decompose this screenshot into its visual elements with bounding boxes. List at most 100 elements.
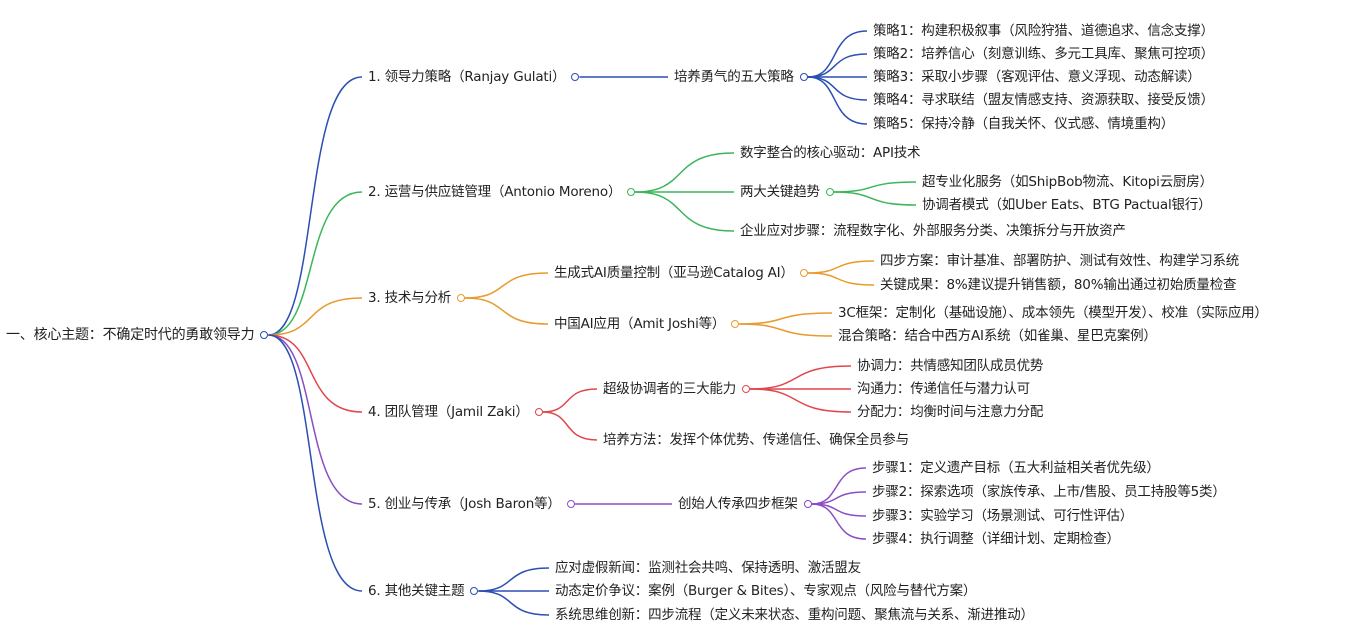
node-succession-framework[interactable]: 创始人传承四步框架 <box>678 495 812 513</box>
node-key-trends[interactable]: 两大关键趋势 <box>740 183 834 201</box>
connector-line <box>465 272 549 299</box>
node-label: 企业应对步骤：流程数字化、外部服务分类、决策拆分与开放资产 <box>740 223 1126 239</box>
node-label: 4. 团队管理（Jamil Zaki） <box>368 404 529 420</box>
branch-other-topics[interactable]: 6. 其他关键主题 <box>368 582 479 600</box>
leaf-node[interactable]: 协调力：共情感知团队成员优势 <box>857 357 1043 375</box>
collapse-toggle-icon[interactable] <box>742 385 750 393</box>
collapse-toggle-icon[interactable] <box>799 269 808 277</box>
node-label: 5. 创业与传承（Josh Baron等） <box>368 496 561 512</box>
branch-tech-analytics[interactable]: 3. 技术与分析 <box>368 289 466 307</box>
branch-leadership[interactable]: 1. 领导力策略（Ranjay Gulati） <box>368 68 580 86</box>
connector-line <box>739 312 833 325</box>
collapse-toggle-icon[interactable] <box>470 587 479 595</box>
connector-line <box>268 334 363 505</box>
leaf-node[interactable]: 超专业化服务（如ShipBob物流、Kitopi云厨房） <box>922 173 1213 191</box>
node-label: 策略1：构建积极叙事（风险狩猎、道德追求、信念支撑） <box>873 23 1214 39</box>
node-label: 一、核心主题：不确定时代的勇敢领导力 <box>6 327 255 343</box>
node-label: 超级协调者的三大能力 <box>603 381 736 397</box>
connector-line <box>833 181 917 193</box>
connector-line <box>635 152 735 193</box>
node-label: 3. 技术与分析 <box>368 290 452 306</box>
node-courage-strategies[interactable]: 培养勇气的五大策略 <box>674 68 808 86</box>
leaf-node[interactable]: 混合策略：结合中西方AI系统（如雀巢、星巴克案例） <box>838 327 1157 345</box>
node-label: 策略3：采取小步骤（客观评估、意义浮现、动态解读） <box>873 69 1201 85</box>
collapse-toggle-icon[interactable] <box>534 408 543 416</box>
leaf-node[interactable]: 协调者模式（如Uber Eats、BTG Pactual银行） <box>922 196 1212 214</box>
node-label: 协调者模式（如Uber Eats、BTG Pactual银行） <box>922 197 1212 213</box>
connector-line <box>739 323 833 337</box>
leaf-node[interactable]: 应对虚假新闻：监测社会共鸣、保持透明、激活盟友 <box>555 559 861 577</box>
connector-line <box>807 272 875 286</box>
collapse-toggle-icon[interactable] <box>803 500 812 508</box>
connector-line <box>268 76 363 336</box>
node-label: 步骤4：执行调整（详细计划、定期检查） <box>872 531 1120 547</box>
leaf-node[interactable]: 步骤1：定义遗产目标（五大利益相关者优先级） <box>872 459 1160 477</box>
connector-line <box>811 467 867 505</box>
connector-line <box>833 191 917 206</box>
node-label: 系统思维创新：四步流程（定义未来状态、重构问题、聚焦流与关系、渐进推动） <box>555 607 1034 623</box>
leaf-node[interactable]: 策略1：构建积极叙事（风险狩猎、道德追求、信念支撑） <box>873 22 1214 40</box>
node-label: 培养勇气的五大策略 <box>674 69 794 85</box>
leaf-node[interactable]: 系统思维创新：四步流程（定义未来状态、重构问题、聚焦流与关系、渐进推动） <box>555 606 1034 624</box>
collapse-toggle-icon[interactable] <box>799 73 808 81</box>
connector-line <box>807 76 868 101</box>
node-label: 创始人传承四步框架 <box>678 496 798 512</box>
node-label: 应对虚假新闻：监测社会共鸣、保持透明、激活盟友 <box>555 560 861 576</box>
node-label: 两大关键趋势 <box>740 184 820 200</box>
leaf-node[interactable]: 3C框架：定制化（基础设施）、成本领先（模型开发）、校准（实际应用） <box>838 304 1268 322</box>
node-label: 沟通力：传递信任与潜力认可 <box>857 381 1030 397</box>
node-genai-qc[interactable]: 生成式AI质量控制（亚马逊Catalog AI） <box>554 264 808 282</box>
node-label: 步骤1：定义遗产目标（五大利益相关者优先级） <box>872 460 1160 476</box>
leaf-node[interactable]: 步骤3：实验学习（场景测试、可行性评估） <box>872 507 1133 525</box>
node-label: 分配力：均衡时间与注意力分配 <box>857 404 1044 420</box>
node-label: 混合策略：结合中西方AI系统（如雀巢、星巴克案例） <box>838 328 1157 344</box>
leaf-node[interactable]: 数字整合的核心驱动：API技术 <box>740 144 921 162</box>
node-china-ai[interactable]: 中国AI应用（Amit Joshi等） <box>554 315 740 333</box>
leaf-node[interactable]: 培养方法：发挥个体优势、传递信任、确保全员参与 <box>603 431 909 449</box>
connector-line <box>268 297 363 336</box>
leaf-node[interactable]: 关键成果：8%建议提升销售额，80%输出通过初始质量检查 <box>880 276 1237 294</box>
node-label: 中国AI应用（Amit Joshi等） <box>554 316 726 332</box>
leaf-node[interactable]: 沟通力：传递信任与潜力认可 <box>857 380 1030 398</box>
node-label: 动态定价争议：案例（Burger & Bites）、专家观点（风险与替代方案） <box>555 583 977 599</box>
branch-entrepreneurship[interactable]: 5. 创业与传承（Josh Baron等） <box>368 495 575 513</box>
collapse-toggle-icon[interactable] <box>260 331 269 339</box>
root-node[interactable]: 一、核心主题：不确定时代的勇敢领导力 <box>6 326 269 344</box>
node-label: 步骤3：实验学习（场景测试、可行性评估） <box>872 508 1134 524</box>
leaf-node[interactable]: 策略4：寻求联结（盟友情感支持、资源获取、接受反馈） <box>873 91 1214 109</box>
leaf-node[interactable]: 企业应对步骤：流程数字化、外部服务分类、决策拆分与开放资产 <box>740 222 1126 240</box>
collapse-toggle-icon[interactable] <box>731 320 740 328</box>
leaf-node[interactable]: 四步方案：审计基准、部署防护、测试有效性、构建学习系统 <box>880 252 1239 270</box>
leaf-node[interactable]: 策略5：保持冷静（自我关怀、仪式感、情境重构） <box>873 115 1174 133</box>
node-label: 协调力：共情感知团队成员优势 <box>857 358 1044 374</box>
branch-operations[interactable]: 2. 运营与供应链管理（Antonio Moreno） <box>368 183 636 201</box>
leaf-node[interactable]: 动态定价争议：案例（Burger & Bites）、专家观点（风险与替代方案） <box>555 582 976 600</box>
node-super-coordinator[interactable]: 超级协调者的三大能力 <box>603 380 750 398</box>
collapse-toggle-icon[interactable] <box>571 73 580 81</box>
collapse-toggle-icon[interactable] <box>566 500 575 508</box>
node-label: 3C框架：定制化（基础设施）、成本领先（模型开发）、校准（实际应用） <box>838 305 1268 321</box>
connector-line <box>635 191 735 232</box>
node-label: 策略4：寻求联结（盟友情感支持、资源获取、接受反馈） <box>873 92 1214 108</box>
collapse-toggle-icon[interactable] <box>457 294 466 302</box>
leaf-node[interactable]: 分配力：均衡时间与注意力分配 <box>857 403 1043 421</box>
connector-line <box>542 411 598 441</box>
node-label: 策略5：保持冷静（自我关怀、仪式感、情境重构） <box>873 116 1174 132</box>
connector-line <box>807 76 868 125</box>
leaf-node[interactable]: 步骤4：执行调整（详细计划、定期检查） <box>872 530 1120 548</box>
connector-line <box>807 260 875 274</box>
node-label: 6. 其他关键主题 <box>368 583 465 599</box>
node-label: 1. 领导力策略（Ranjay Gulati） <box>368 69 566 85</box>
branch-team-management[interactable]: 4. 团队管理（Jamil Zaki） <box>368 403 543 421</box>
connector-line <box>268 334 363 592</box>
leaf-node[interactable]: 步骤2：探索选项（家族传承、上市/售股、员工持股等5类） <box>872 483 1226 501</box>
connector-line <box>478 590 550 616</box>
node-label: 2. 运营与供应链管理（Antonio Moreno） <box>368 184 622 200</box>
connector-line <box>807 53 868 78</box>
collapse-toggle-icon[interactable] <box>627 188 636 196</box>
collapse-toggle-icon[interactable] <box>825 188 834 196</box>
connector-line <box>749 388 852 413</box>
leaf-node[interactable]: 策略3：采取小步骤（客观评估、意义浮现、动态解读） <box>873 68 1201 86</box>
leaf-node[interactable]: 策略2：培养信心（刻意训练、多元工具库、聚焦可控项） <box>873 45 1214 63</box>
connector-line <box>811 503 867 540</box>
